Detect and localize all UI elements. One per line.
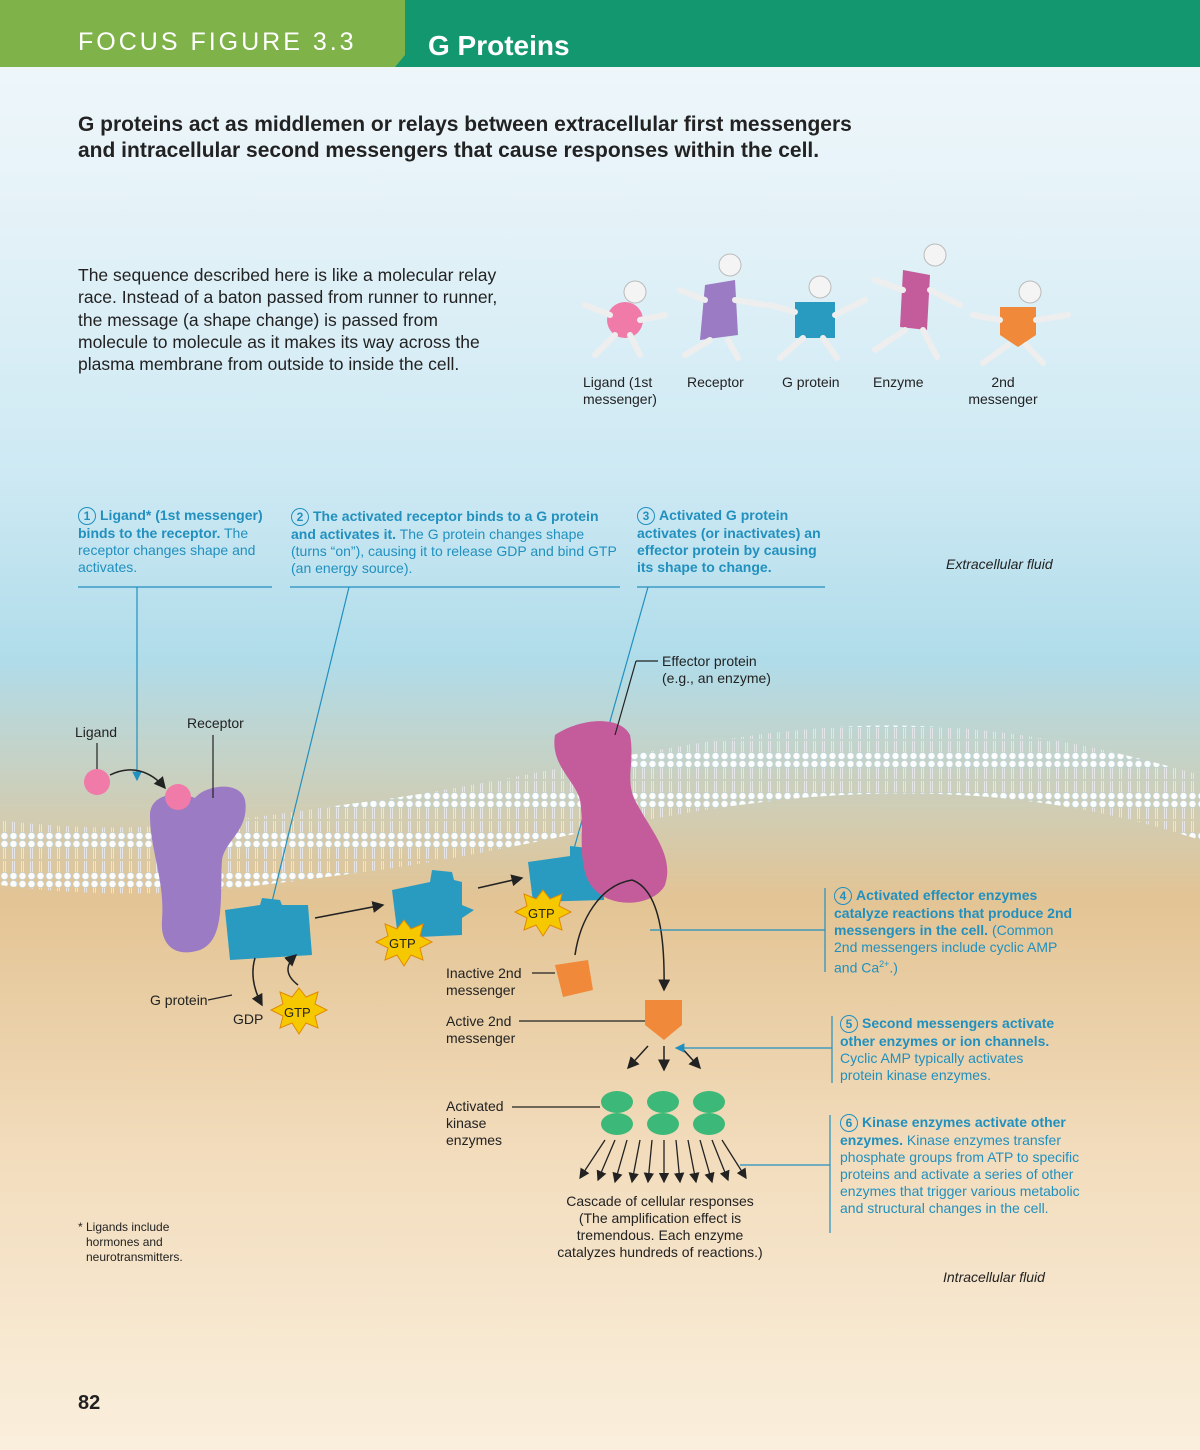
step-number: 2	[291, 508, 309, 526]
effector-protein	[554, 721, 668, 903]
receptor-protein	[150, 786, 246, 953]
page-number: 82	[78, 1392, 101, 1414]
runner-receptor	[677, 253, 768, 361]
runner-2nd-messenger	[970, 280, 1071, 366]
label-gtp-3: GTP	[528, 906, 555, 921]
label-gdp: GDP	[233, 1011, 264, 1027]
kinase-enzyme-1	[601, 1091, 633, 1135]
g-protein-1	[225, 898, 312, 960]
step-number: 1	[78, 507, 96, 525]
step-number: 3	[637, 507, 655, 525]
cascade-arrows	[579, 1139, 747, 1184]
ligand-free	[84, 769, 110, 795]
relay-description: The sequence described here is like a mo…	[78, 265, 498, 375]
focus-figure-label: FOCUS FIGURE 3.3	[78, 28, 357, 56]
inactive-2nd-messenger	[555, 960, 593, 997]
runner-label-g-protein: G protein	[782, 374, 840, 390]
label-receptor: Receptor	[187, 715, 244, 731]
active-2nd-messenger	[645, 1000, 682, 1040]
label-g-protein: G protein	[150, 992, 208, 1008]
step-number: 5	[840, 1015, 858, 1033]
label-intracellular-fluid: Intracellular fluid	[943, 1269, 1045, 1285]
runner-enzyme	[872, 243, 963, 360]
runner-label-enzyme: Enzyme	[873, 374, 924, 390]
figure-title: G Proteins	[428, 30, 570, 61]
label-gtp-1: GTP	[284, 1005, 311, 1020]
kinase-enzyme-2	[647, 1091, 679, 1135]
figure-header-tab	[0, 0, 405, 67]
gtp-burst-1	[269, 987, 329, 1035]
runner-ligand	[582, 280, 668, 358]
intro-text: G proteins act as middlemen or relays be…	[78, 113, 852, 162]
label-ligand: Ligand	[75, 724, 118, 740]
label-effector-protein: Effector protein(e.g., an enzyme)	[662, 653, 771, 686]
runner-label-receptor: Receptor	[687, 374, 744, 390]
gtp-burst-3	[513, 889, 573, 937]
kinase-enzyme-3	[693, 1091, 725, 1135]
ligand-bound	[165, 784, 191, 810]
label-gtp-2: GTP	[389, 936, 416, 951]
label-extracellular-fluid: Extracellular fluid	[946, 556, 1053, 572]
step-number: 6	[840, 1114, 858, 1132]
label-cascade: Cascade of cellular responses(The amplif…	[557, 1193, 763, 1260]
runner-g-protein	[767, 275, 868, 361]
g-protein-2	[392, 870, 474, 938]
gtp-burst-2	[374, 919, 434, 967]
footnote: * Ligands include hormones and neurotran…	[78, 1220, 183, 1264]
step-number: 4	[834, 887, 852, 905]
